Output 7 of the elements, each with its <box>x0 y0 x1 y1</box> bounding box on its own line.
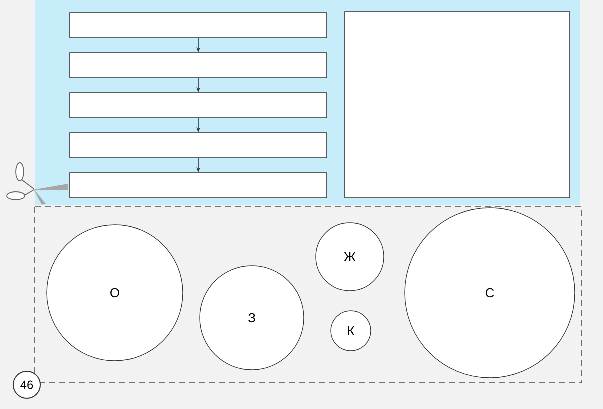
answer-box <box>70 12 328 38</box>
answer-box <box>70 132 328 158</box>
answer-box <box>70 172 328 198</box>
answer-box <box>344 12 570 198</box>
page-number: 46 <box>13 371 41 399</box>
answer-box <box>70 52 328 78</box>
answer-box <box>70 92 328 118</box>
